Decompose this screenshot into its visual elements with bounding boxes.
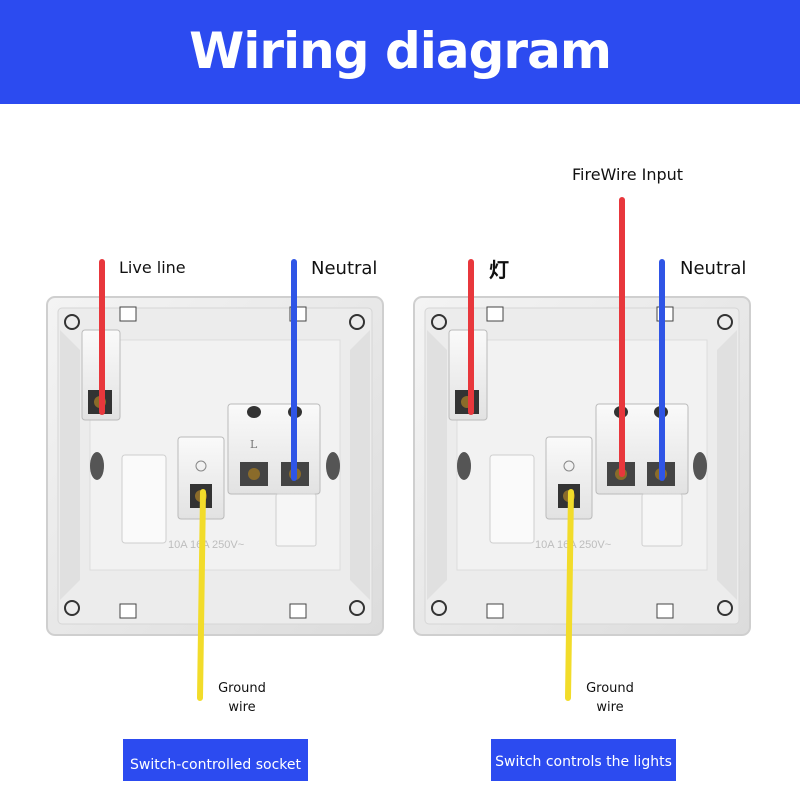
rating-text: 10A 16A 250V~ (168, 539, 244, 551)
ground-label-line1: Ground (218, 681, 266, 696)
screw-hole-icon (349, 600, 365, 616)
left-caption: Switch-controlled socket (123, 739, 308, 781)
left-ground-label: Ground wire (212, 679, 272, 717)
firewire-input-label: FireWire Input (572, 165, 684, 184)
right-caption: Switch controls the lights (491, 739, 676, 781)
ground-label-line2: wire (596, 700, 624, 715)
screw-hole-icon (431, 600, 447, 616)
page-title: Wiring diagram (189, 22, 612, 80)
header-banner: Wiring diagram (0, 0, 800, 104)
lamp-label: 灯 (489, 258, 509, 282)
live-line-label: Live line (119, 258, 186, 277)
screw-hole-icon (64, 314, 80, 330)
right-neutral-label: Neutral (680, 258, 747, 279)
left-neutral-label: Neutral (311, 258, 378, 279)
screw-hole-icon (431, 314, 447, 330)
labels-layer: Live line Neutral 灯 FireWire Input Neutr… (0, 104, 800, 800)
screw-hole-icon (64, 600, 80, 616)
screw-hole-icon (717, 314, 733, 330)
screw-hole-icon (717, 600, 733, 616)
wires (99, 197, 665, 701)
ground-label-line2: wire (228, 700, 256, 715)
right-ground-label: Ground wire (580, 679, 640, 717)
ground-label-line1: Ground (586, 681, 634, 696)
screw-hole-icon (349, 314, 365, 330)
terminal-letter-l: L (250, 438, 258, 451)
right-ground-wire (565, 489, 574, 701)
left-ground-wire (197, 489, 206, 701)
